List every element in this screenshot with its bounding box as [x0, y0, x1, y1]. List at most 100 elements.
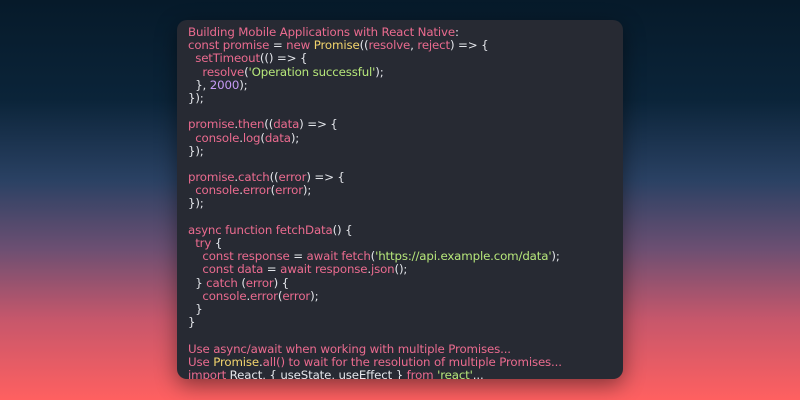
code-window: Building Mobile Applications with React … [177, 20, 623, 379]
code-token: error [242, 183, 271, 198]
code-token: promise [219, 38, 273, 53]
code-token: response [311, 262, 368, 277]
code-token: ( [237, 275, 246, 290]
code-token: ); [302, 183, 312, 198]
code-token: = [293, 249, 303, 264]
code-token: error [282, 288, 311, 303]
code-line: } [188, 301, 623, 316]
code-line: promise.catch((error) => { [188, 170, 623, 185]
code-token: error [250, 288, 278, 303]
code-token: new [282, 38, 311, 53]
code-token: ( [277, 288, 283, 303]
code-token: error [275, 183, 303, 198]
code-token: await [276, 262, 312, 277]
code-token: async [188, 222, 222, 237]
code-token: } [188, 301, 203, 316]
code-token: . [239, 183, 243, 198]
code-token: () to wait for the resolution of multipl… [276, 354, 562, 369]
code-line: const data = await response.json(); [188, 263, 623, 276]
code-token: . [239, 130, 243, 145]
code-token: () { [332, 222, 353, 237]
code-token: data [233, 262, 267, 277]
code-token: json [370, 262, 395, 277]
code-token: console [188, 288, 247, 303]
code-token: ( [260, 130, 265, 145]
code-token: ); [310, 288, 319, 303]
code-token: error [245, 275, 274, 290]
code-token: ( [244, 64, 249, 79]
code-line: const response = await fetch('https://ap… [188, 250, 623, 263]
code-line: }); [188, 143, 623, 158]
code-token: with [353, 25, 379, 39]
code-line: Building Mobile Applications with React … [188, 25, 623, 39]
code-token: Building Mobile Applications [188, 25, 354, 39]
code-token: data [264, 130, 291, 145]
code-token: . [246, 288, 251, 303]
code-token: Use [188, 341, 214, 356]
code-token: try [188, 236, 212, 250]
code-token: . [234, 170, 239, 185]
code-token: ( [270, 183, 276, 198]
code-line: console.error(error); [188, 288, 623, 303]
code-token: ) { [273, 275, 290, 290]
code-token: 'https://api.example.com/data' [375, 249, 552, 264]
code-token: (( [359, 38, 369, 53]
code-token: . [367, 262, 371, 277]
code-token: Use [188, 354, 214, 369]
code-token: console [188, 130, 240, 145]
code-token: log [242, 130, 261, 145]
code-token: 'react' [433, 367, 473, 379]
code-token: . [234, 117, 239, 132]
code-token: (( [269, 170, 279, 185]
code-token: = [266, 262, 277, 277]
code-token: } [188, 315, 196, 330]
code-token: from [406, 367, 434, 379]
code-line: resolve('Operation successful'); [188, 64, 623, 79]
code-token: (() => { [259, 51, 308, 66]
code-token: catch [206, 275, 238, 290]
code-token: response [233, 249, 294, 264]
code-token: 'Operation successful' [248, 64, 376, 79]
code-token: Promise [310, 38, 360, 53]
code-token: setTimeout [188, 51, 260, 66]
code-line: const promise = new Promise((resolve, re… [188, 39, 623, 52]
code-token: ); [290, 130, 300, 145]
code-token: ... [472, 367, 484, 379]
code-token: ) => { [306, 170, 345, 185]
code-token: async [213, 341, 247, 356]
code-line: Use Promise.all() to wait for the resolu… [188, 354, 623, 369]
code-token: await [302, 249, 338, 264]
code-token: function [221, 222, 273, 237]
code-token: all [262, 354, 276, 369]
code-token: ) => { [299, 117, 338, 132]
code-token: : [454, 25, 459, 39]
code-line: async function fetchData() { [188, 222, 623, 237]
code-token: const [188, 249, 234, 264]
code-line: console.error(error); [188, 184, 623, 197]
code-token: ) => { [449, 38, 489, 53]
code-token: }); [188, 143, 204, 158]
code-line: } [188, 316, 623, 329]
code-line: try { [188, 236, 623, 250]
code-token: } [188, 275, 207, 290]
code-line: Use async/await when working with multip… [188, 341, 623, 356]
code-token: /await when working with multiple Promis… [246, 341, 511, 356]
code-line: }); [188, 90, 623, 105]
code-token: ); [375, 64, 384, 79]
code-token: , [410, 38, 418, 53]
code-token: }); [188, 90, 204, 105]
code-line: import React, { useState, useEffect } fr… [188, 367, 623, 379]
code-token: { [211, 236, 223, 250]
code-token: then [238, 117, 265, 132]
code-token: . [259, 354, 263, 369]
code-token: (); [394, 262, 408, 277]
code-token: Promise [213, 354, 260, 369]
code-token: const [188, 38, 220, 53]
code-token: data [273, 117, 300, 132]
code-token: import [188, 367, 227, 379]
code-token: 2000 [209, 77, 240, 92]
code-token: ( [370, 249, 376, 264]
code-token: reject [417, 38, 450, 53]
code-token: ); [239, 77, 248, 92]
code-token: ); [551, 249, 560, 264]
